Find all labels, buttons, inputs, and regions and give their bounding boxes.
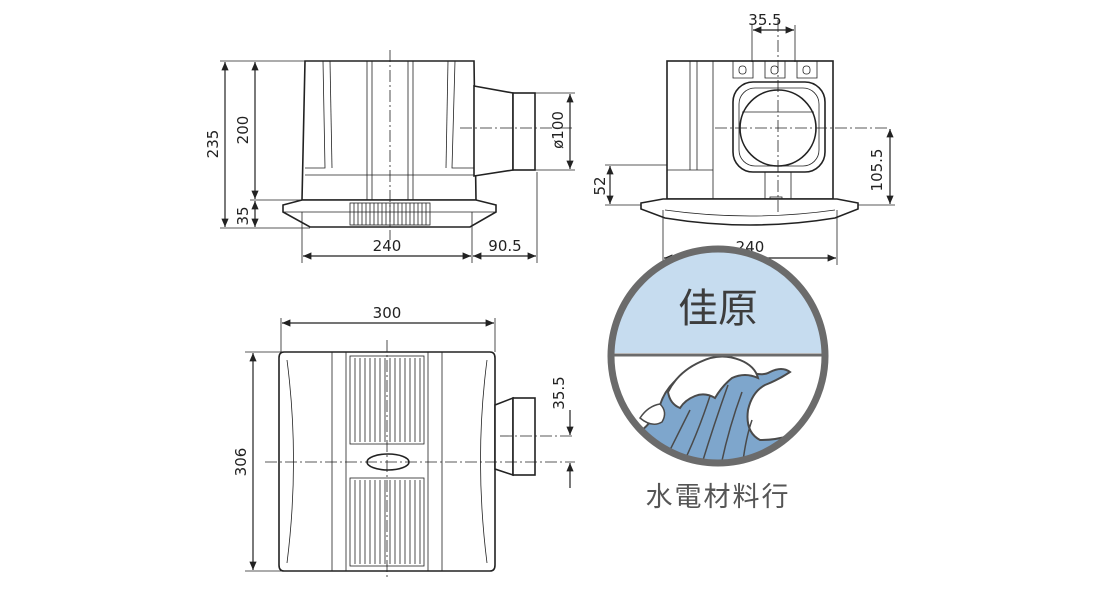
dim-height-total: 235 (204, 130, 222, 159)
top-grille-lower (349, 477, 425, 567)
front-body (301, 60, 477, 201)
top-duct (494, 396, 514, 477)
front-duct-collar (512, 92, 536, 171)
dim-height-body: 200 (234, 116, 252, 145)
logo-ring (607, 245, 829, 467)
front-base-plate (282, 199, 497, 228)
side-view: 35.5 105.5 52 240 (591, 11, 895, 265)
dim-duct-spacing: 35.5 (748, 11, 781, 29)
dim-base-height: 52 (591, 176, 609, 195)
dim-duct-offset: 90.5 (488, 237, 521, 255)
top-duct-collar (512, 397, 536, 476)
dim-duct-diameter: ø100 (549, 111, 567, 149)
dim-top-duct-offset: 35.5 (550, 376, 568, 409)
logo: 佳原 水電材料行 (607, 245, 829, 513)
dim-height-base: 35 (234, 206, 252, 225)
logo-foam (666, 355, 760, 410)
dim-top-width: 300 (373, 304, 402, 322)
front-view: 235 200 35 240 90.5 ø100 (204, 50, 575, 263)
dim-top-depth: 306 (232, 448, 250, 477)
side-top-slots (732, 61, 818, 79)
dim-width-base: 240 (373, 237, 402, 255)
top-view: 300 306 35.5 (232, 304, 575, 580)
dim-duct-center-height: 105.5 (868, 149, 886, 192)
side-base-plate (640, 198, 859, 226)
logo-name: 佳原 (678, 286, 758, 332)
logo-subtitle: 水電材料行 (646, 482, 791, 513)
front-duct (473, 85, 514, 177)
